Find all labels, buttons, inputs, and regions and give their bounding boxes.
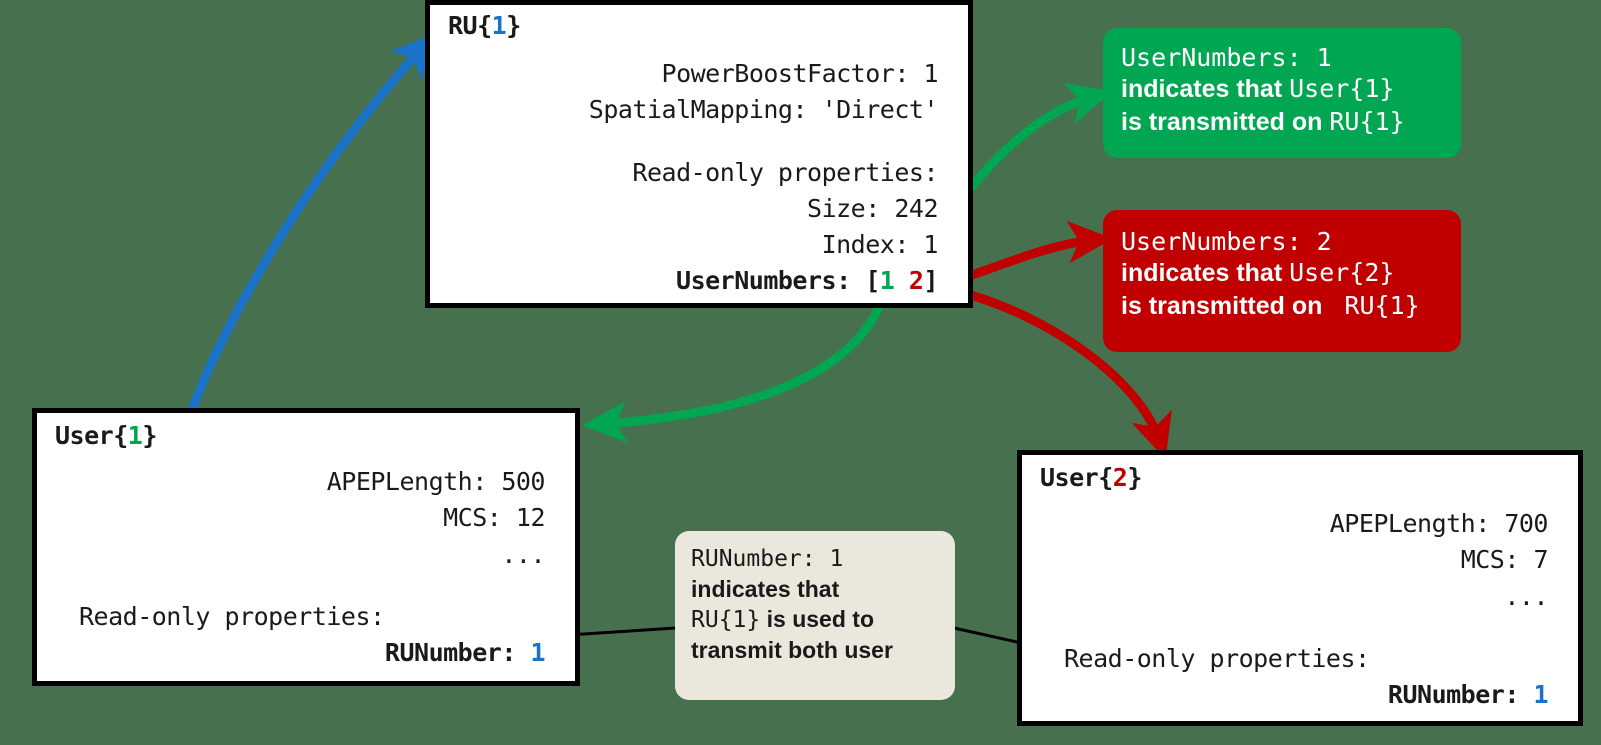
user1-title-suffix: } bbox=[142, 421, 157, 450]
ru-row-index: Index: 1 bbox=[821, 230, 939, 259]
user1-row-apeplength: APEPLength: 500 bbox=[326, 467, 546, 496]
user2-runumber-label: RUNumber: bbox=[1387, 680, 1534, 709]
user1-box-title: User{1} bbox=[55, 421, 545, 450]
callout-green-line3-mono: RU{1} bbox=[1329, 106, 1405, 136]
callout-green-usernumber1: UserNumbers: 1 indicates that User{1} is… bbox=[1103, 28, 1461, 158]
user2-box-rows: APEPLength: 700 MCS: 7 ... Read-only pro… bbox=[1040, 506, 1549, 713]
callout-red-usernumber2: UserNumbers: 2 indicates that User{2} is… bbox=[1103, 210, 1461, 352]
callout-green-line3-sans: is transmitted on bbox=[1121, 107, 1330, 136]
user2-row-mcs: MCS: 7 bbox=[1460, 545, 1549, 575]
user2-row-runumber: RUNumber: 1 bbox=[1040, 677, 1549, 713]
callout-red-line3-mono: RU{1} bbox=[1329, 290, 1420, 320]
user2-title-index: 2 bbox=[1112, 463, 1128, 492]
user1-property-box: User{1} APEPLength: 500 MCS: 12 ... Read… bbox=[32, 408, 580, 686]
callout-beige-line3-mono: RU{1} bbox=[691, 606, 761, 633]
callout-beige-line3-sans: is used to bbox=[760, 605, 874, 632]
user2-title-suffix: } bbox=[1127, 463, 1142, 492]
callout-green-line2-mono: User{1} bbox=[1289, 74, 1395, 104]
callout-green-line3: is transmitted on RU{1} bbox=[1121, 106, 1461, 138]
callout-green-line2: indicates that User{1} bbox=[1121, 73, 1461, 105]
ru-usernumbers-close: ] bbox=[923, 266, 938, 296]
user1-title-index: 1 bbox=[127, 421, 143, 450]
arrow-usernumber1-to-user1-box bbox=[582, 295, 887, 444]
user1-title-prefix: User{ bbox=[55, 421, 128, 450]
ru-box-title: RU{1} bbox=[448, 11, 938, 40]
callout-red-line3: is transmitted on RU{1} bbox=[1121, 290, 1461, 322]
callout-green-line1: UserNumbers: 1 bbox=[1121, 43, 1332, 72]
callout-beige-line1: RUNumber: 1 bbox=[691, 546, 844, 572]
user2-row-ellipsis: ... bbox=[1504, 581, 1548, 611]
callout-beige-line3: RU{1} is used to bbox=[691, 605, 955, 636]
ru-row-spatialmapping: SpatialMapping: 'Direct' bbox=[588, 95, 939, 125]
user2-title-prefix: User{ bbox=[1040, 463, 1113, 492]
arrow-usernumber2-to-red-callout bbox=[947, 220, 1113, 287]
ru-usernumbers-first: 1 bbox=[879, 266, 895, 296]
user2-row-apeplength: APEPLength: 700 bbox=[1329, 509, 1549, 538]
ru-usernumbers-second: 2 bbox=[908, 266, 924, 296]
ru-row-powerboostfactor: PowerBoostFactor: 1 bbox=[661, 59, 939, 88]
user2-runumber-value: 1 bbox=[1533, 680, 1548, 709]
callout-red-line2: indicates that User{2} bbox=[1121, 257, 1461, 289]
user1-readonly-header: Read-only properties: bbox=[79, 601, 385, 631]
callout-beige-line2: indicates that bbox=[691, 575, 840, 602]
ru-usernumbers-space bbox=[894, 266, 909, 295]
ru-box-rows: PowerBoostFactor: 1 SpatialMapping: 'Dir… bbox=[448, 56, 939, 300]
ru-property-box: RU{1} PowerBoostFactor: 1 SpatialMapping… bbox=[425, 0, 973, 308]
callout-red-line2-sans: indicates that bbox=[1121, 259, 1290, 288]
ru-title-prefix: RU{ bbox=[448, 11, 492, 40]
ru-usernumbers-label: UserNumbers: bbox=[676, 266, 866, 296]
callout-red-line1: UserNumbers: 2 bbox=[1121, 227, 1332, 256]
user2-property-box: User{2} APEPLength: 700 MCS: 7 ... Read-… bbox=[1017, 450, 1583, 726]
user2-box-title: User{2} bbox=[1040, 463, 1548, 492]
callout-beige-runumber: RUNumber: 1 indicates that RU{1} is used… bbox=[675, 531, 955, 700]
user1-row-runumber: RUNumber: 1 bbox=[55, 635, 546, 671]
user1-row-mcs: MCS: 12 bbox=[443, 503, 545, 533]
callout-green-line2-sans: indicates that bbox=[1121, 75, 1290, 104]
user1-row-ellipsis: ... bbox=[501, 539, 545, 569]
user2-readonly-header: Read-only properties: bbox=[1064, 643, 1370, 673]
user1-runumber-value: 1 bbox=[530, 638, 545, 667]
callout-beige-line4: transmit both user bbox=[691, 636, 893, 663]
user1-box-rows: APEPLength: 500 MCS: 12 ... Read-only pr… bbox=[55, 464, 546, 671]
callout-red-line2-mono: User{2} bbox=[1289, 258, 1395, 288]
user1-runumber-label: RUNumber: bbox=[384, 638, 531, 667]
ru-usernumbers-open: [ bbox=[865, 266, 880, 296]
ru-title-suffix: } bbox=[506, 11, 521, 40]
callout-red-line3-sans: is transmitted on bbox=[1121, 291, 1330, 320]
ru-row-size: Size: 242 bbox=[807, 193, 938, 223]
ru-row-usernumbers: UserNumbers: [1 2] bbox=[448, 263, 938, 299]
ru-readonly-header: Read-only properties: bbox=[632, 157, 938, 187]
ru-title-index: 1 bbox=[491, 11, 507, 40]
